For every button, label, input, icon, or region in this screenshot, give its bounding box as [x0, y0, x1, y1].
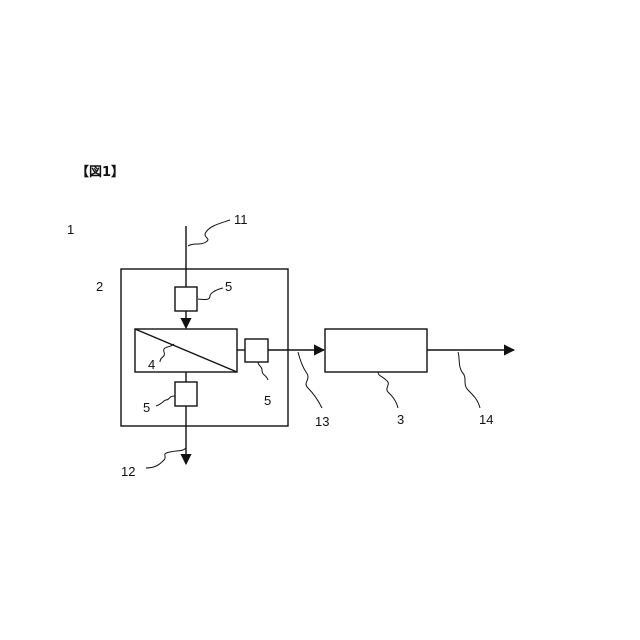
label-inlet-11: 11 — [234, 212, 248, 227]
label-membrane-4: 4 — [148, 357, 155, 372]
figure-title: 【図1】 — [76, 164, 124, 180]
device-box-3 — [325, 329, 427, 372]
label-sensor-bottom-5: 5 — [143, 400, 150, 415]
leader-device-3 — [378, 372, 398, 408]
label-permeate-13: 13 — [315, 414, 329, 429]
leader-inlet-11 — [188, 220, 230, 246]
sensor-bottom-5 — [175, 382, 197, 406]
leader-outlet-12 — [146, 448, 186, 468]
leader-product-14 — [458, 352, 480, 408]
sensor-right-5 — [245, 339, 268, 362]
label-sensor-top-5: 5 — [225, 279, 232, 294]
leader-permeate-13 — [298, 352, 322, 408]
label-unit-2: 2 — [96, 279, 103, 294]
label-device-3: 3 — [397, 412, 404, 427]
label-system-1: 1 — [67, 222, 74, 237]
label-outlet-12: 12 — [121, 464, 135, 479]
label-sensor-right-5: 5 — [264, 393, 271, 408]
sensor-top-5 — [175, 287, 197, 311]
label-product-14: 14 — [479, 412, 493, 427]
